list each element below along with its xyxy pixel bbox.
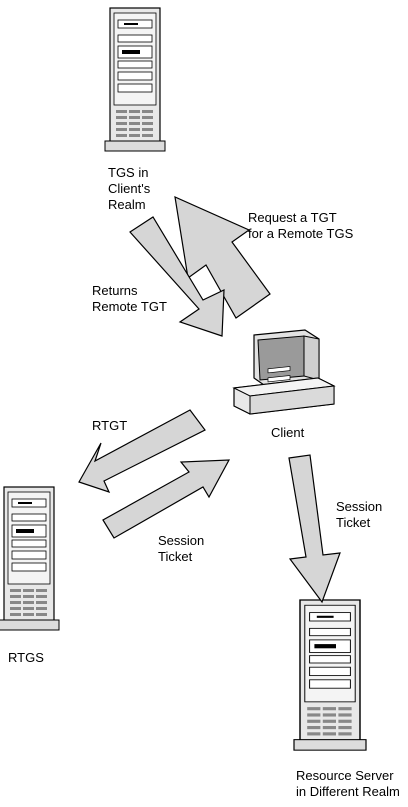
rtgs-server-icon	[0, 486, 60, 631]
client-computer-icon	[232, 329, 336, 415]
session-ticket-resource-label: Session Ticket	[336, 499, 383, 530]
tgs-label: TGS in Client's Realm	[108, 165, 151, 212]
rtgt-arrow	[78, 409, 206, 494]
resource-server-label: Resource Server in Different Realm	[296, 768, 400, 799]
session-ticket-to-resource-arrow	[288, 454, 341, 604]
session-ticket-to-rtgs-arrow	[102, 459, 231, 539]
returns-remote-tgt-label: Returns Remote TGT	[92, 283, 167, 314]
session-ticket-rtgs-label: Session Ticket	[158, 533, 205, 564]
rtgt-label: RTGT	[92, 418, 128, 433]
resource-server-icon	[293, 599, 367, 751]
tgs-server-icon	[104, 7, 166, 152]
request-tgt-label: Request a TGT for a Remote TGS	[248, 210, 354, 241]
returns-remote-tgt-arrow	[129, 216, 225, 337]
client-label: Client	[271, 425, 305, 440]
rtgs-label: RTGS	[8, 650, 44, 665]
request-tgt-arrow	[174, 196, 271, 319]
